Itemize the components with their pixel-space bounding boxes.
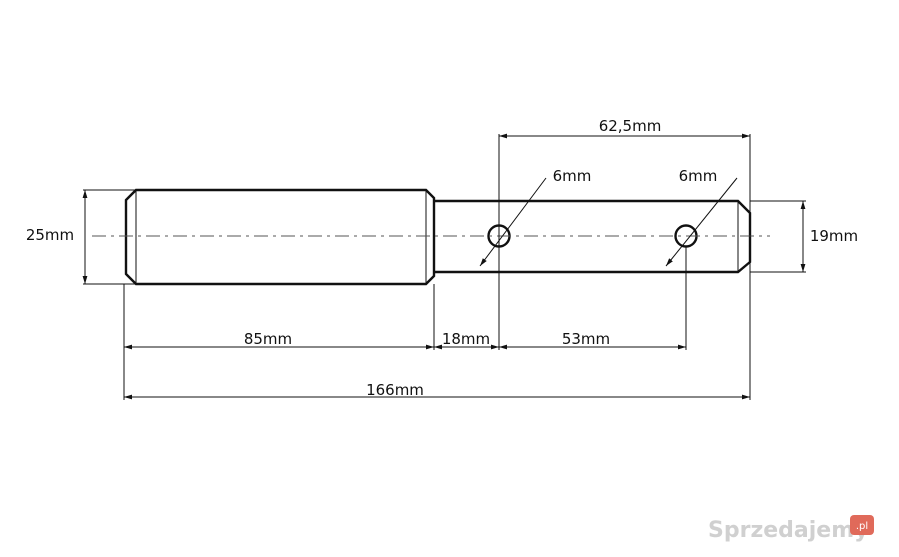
extension-lines bbox=[83, 134, 806, 400]
dim-hole-spacing: 62,5mm bbox=[599, 117, 662, 135]
dim-hole-to-hole: 53mm bbox=[562, 330, 610, 348]
watermark-suffix: .pl bbox=[856, 521, 868, 532]
thick-section bbox=[124, 188, 436, 286]
dim-hole2-diameter: 6mm bbox=[679, 167, 718, 185]
dimension-lines bbox=[82, 133, 806, 400]
dim-thick-length: 85mm bbox=[244, 330, 292, 348]
dim-thin-diameter: 19mm bbox=[810, 227, 858, 245]
watermark-badge bbox=[850, 515, 874, 535]
pin-outline bbox=[124, 188, 752, 286]
dim-thin-to-hole: 18mm bbox=[442, 330, 490, 348]
dim-thick-diameter: 25mm bbox=[26, 226, 74, 244]
watermark-text: Sprzedajemy bbox=[708, 518, 869, 543]
dim-hole1-diameter: 6mm bbox=[553, 167, 592, 185]
watermark-logo: Sprzedajemy .pl bbox=[708, 515, 874, 543]
dim-overall-length: 166mm bbox=[366, 381, 424, 399]
